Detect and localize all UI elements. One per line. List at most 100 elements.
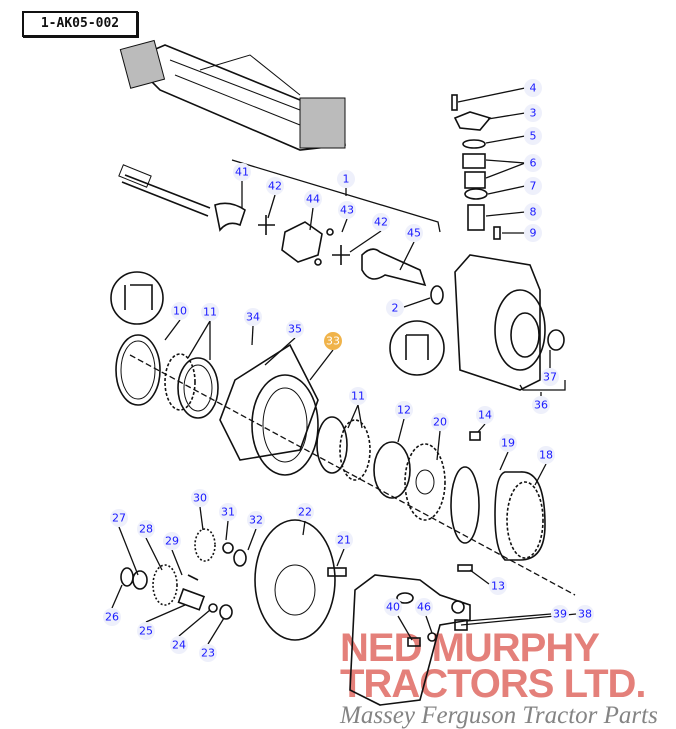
callout-30[interactable]: 30: [191, 489, 209, 507]
diagram-reference-code: 1-AK05-002: [22, 11, 138, 37]
callout-10[interactable]: 10: [171, 302, 189, 320]
svg-text:29: 29: [165, 535, 179, 548]
watermark-company-name-line2: TRACTORS LTD.: [340, 662, 646, 706]
svg-text:36: 36: [534, 399, 548, 412]
callout-41[interactable]: 41: [233, 163, 251, 181]
svg-text:38: 38: [578, 608, 592, 621]
svg-text:26: 26: [105, 611, 119, 624]
svg-text:7: 7: [530, 180, 537, 193]
svg-text:41: 41: [235, 166, 249, 179]
callout-43[interactable]: 43: [338, 201, 356, 219]
svg-text:20: 20: [433, 416, 447, 429]
callout-42[interactable]: 42: [372, 213, 390, 231]
callout-42[interactable]: 42: [266, 177, 284, 195]
svg-text:22: 22: [298, 506, 312, 519]
seal-detail-inset: [110, 271, 164, 325]
svg-text:39: 39: [553, 608, 567, 621]
callout-7[interactable]: 7: [524, 177, 542, 195]
callout-19[interactable]: 19: [499, 434, 517, 452]
callout-37[interactable]: 37: [541, 368, 559, 386]
callout-23[interactable]: 23: [199, 644, 217, 662]
drive-shaft-illustration: [118, 159, 444, 305]
svg-text:25: 25: [139, 625, 153, 638]
callout-31[interactable]: 31: [219, 503, 237, 521]
callout-2[interactable]: 2: [386, 299, 404, 317]
callout-8[interactable]: 8: [524, 203, 542, 221]
hub-assembly-illustration: [115, 334, 576, 596]
svg-text:32: 32: [249, 514, 263, 527]
callout-38[interactable]: 38: [576, 605, 594, 623]
callout-36[interactable]: 36: [532, 396, 550, 414]
callout-46[interactable]: 46: [415, 598, 433, 616]
callout-26[interactable]: 26: [103, 608, 121, 626]
svg-text:27: 27: [112, 512, 126, 525]
callout-18[interactable]: 18: [537, 446, 555, 464]
callout-32[interactable]: 32: [247, 511, 265, 529]
svg-text:3: 3: [530, 107, 537, 120]
svg-text:46: 46: [417, 601, 431, 614]
callout-35[interactable]: 35: [286, 320, 304, 338]
svg-text:1: 1: [343, 173, 350, 186]
svg-text:30: 30: [193, 492, 207, 505]
callout-1[interactable]: 1: [337, 170, 355, 188]
svg-text:8: 8: [530, 206, 537, 219]
svg-text:2: 2: [392, 302, 399, 315]
watermark-company-name-line1: NED MURPHY: [340, 626, 600, 670]
svg-text:4: 4: [530, 82, 537, 95]
svg-text:35: 35: [288, 323, 302, 336]
svg-text:11: 11: [203, 306, 217, 319]
svg-text:23: 23: [201, 647, 215, 660]
callout-25[interactable]: 25: [137, 622, 155, 640]
callout-44[interactable]: 44: [304, 190, 322, 208]
callout-22[interactable]: 22: [296, 503, 314, 521]
svg-text:14: 14: [478, 409, 492, 422]
svg-text:5: 5: [530, 130, 537, 143]
svg-text:13: 13: [491, 580, 505, 593]
svg-text:44: 44: [306, 193, 320, 206]
svg-text:21: 21: [337, 534, 351, 547]
callout-13[interactable]: 13: [489, 577, 507, 595]
svg-text:43: 43: [340, 204, 354, 217]
svg-text:45: 45: [407, 227, 421, 240]
callout-39[interactable]: 39: [551, 605, 569, 623]
callout-27[interactable]: 27: [110, 509, 128, 527]
svg-text:31: 31: [221, 506, 235, 519]
seal-detail-inset: [389, 320, 445, 376]
callout-6[interactable]: 6: [524, 154, 542, 172]
svg-text:42: 42: [374, 216, 388, 229]
planetary-carrier-illustration: [120, 519, 347, 641]
svg-text:9: 9: [530, 227, 537, 240]
swivel-housing-illustration: [451, 94, 566, 391]
callout-45[interactable]: 45: [405, 224, 423, 242]
callout-4[interactable]: 4: [524, 79, 542, 97]
callout-11[interactable]: 11: [201, 303, 219, 321]
callout-33-highlighted[interactable]: 33: [324, 332, 342, 350]
svg-text:24: 24: [172, 639, 186, 652]
callout-12[interactable]: 12: [395, 401, 413, 419]
svg-text:28: 28: [139, 523, 153, 536]
callout-29[interactable]: 29: [163, 532, 181, 550]
watermark-tagline: Massey Ferguson Tractor Parts: [340, 702, 658, 729]
callout-3[interactable]: 3: [524, 104, 542, 122]
callout-34[interactable]: 34: [244, 308, 262, 326]
svg-text:18: 18: [539, 449, 553, 462]
svg-text:42: 42: [268, 180, 282, 193]
callout-21[interactable]: 21: [335, 531, 353, 549]
callout-14[interactable]: 14: [476, 406, 494, 424]
svg-text:19: 19: [501, 437, 515, 450]
callout-11[interactable]: 11: [349, 387, 367, 405]
callout-24[interactable]: 24: [170, 636, 188, 654]
svg-text:11: 11: [351, 390, 365, 403]
leader-lines: [111, 87, 577, 645]
svg-text:40: 40: [386, 601, 400, 614]
svg-text:6: 6: [530, 157, 537, 170]
callout-40[interactable]: 40: [384, 598, 402, 616]
callout-20[interactable]: 20: [431, 413, 449, 431]
svg-text:34: 34: [246, 311, 260, 324]
callout-28[interactable]: 28: [137, 520, 155, 538]
callout-5[interactable]: 5: [524, 127, 542, 145]
callout-9[interactable]: 9: [524, 224, 542, 242]
callouts: 4 3 5 6 7 8 9 1 41 42 44 43 42 45 2 10 1…: [103, 79, 594, 662]
